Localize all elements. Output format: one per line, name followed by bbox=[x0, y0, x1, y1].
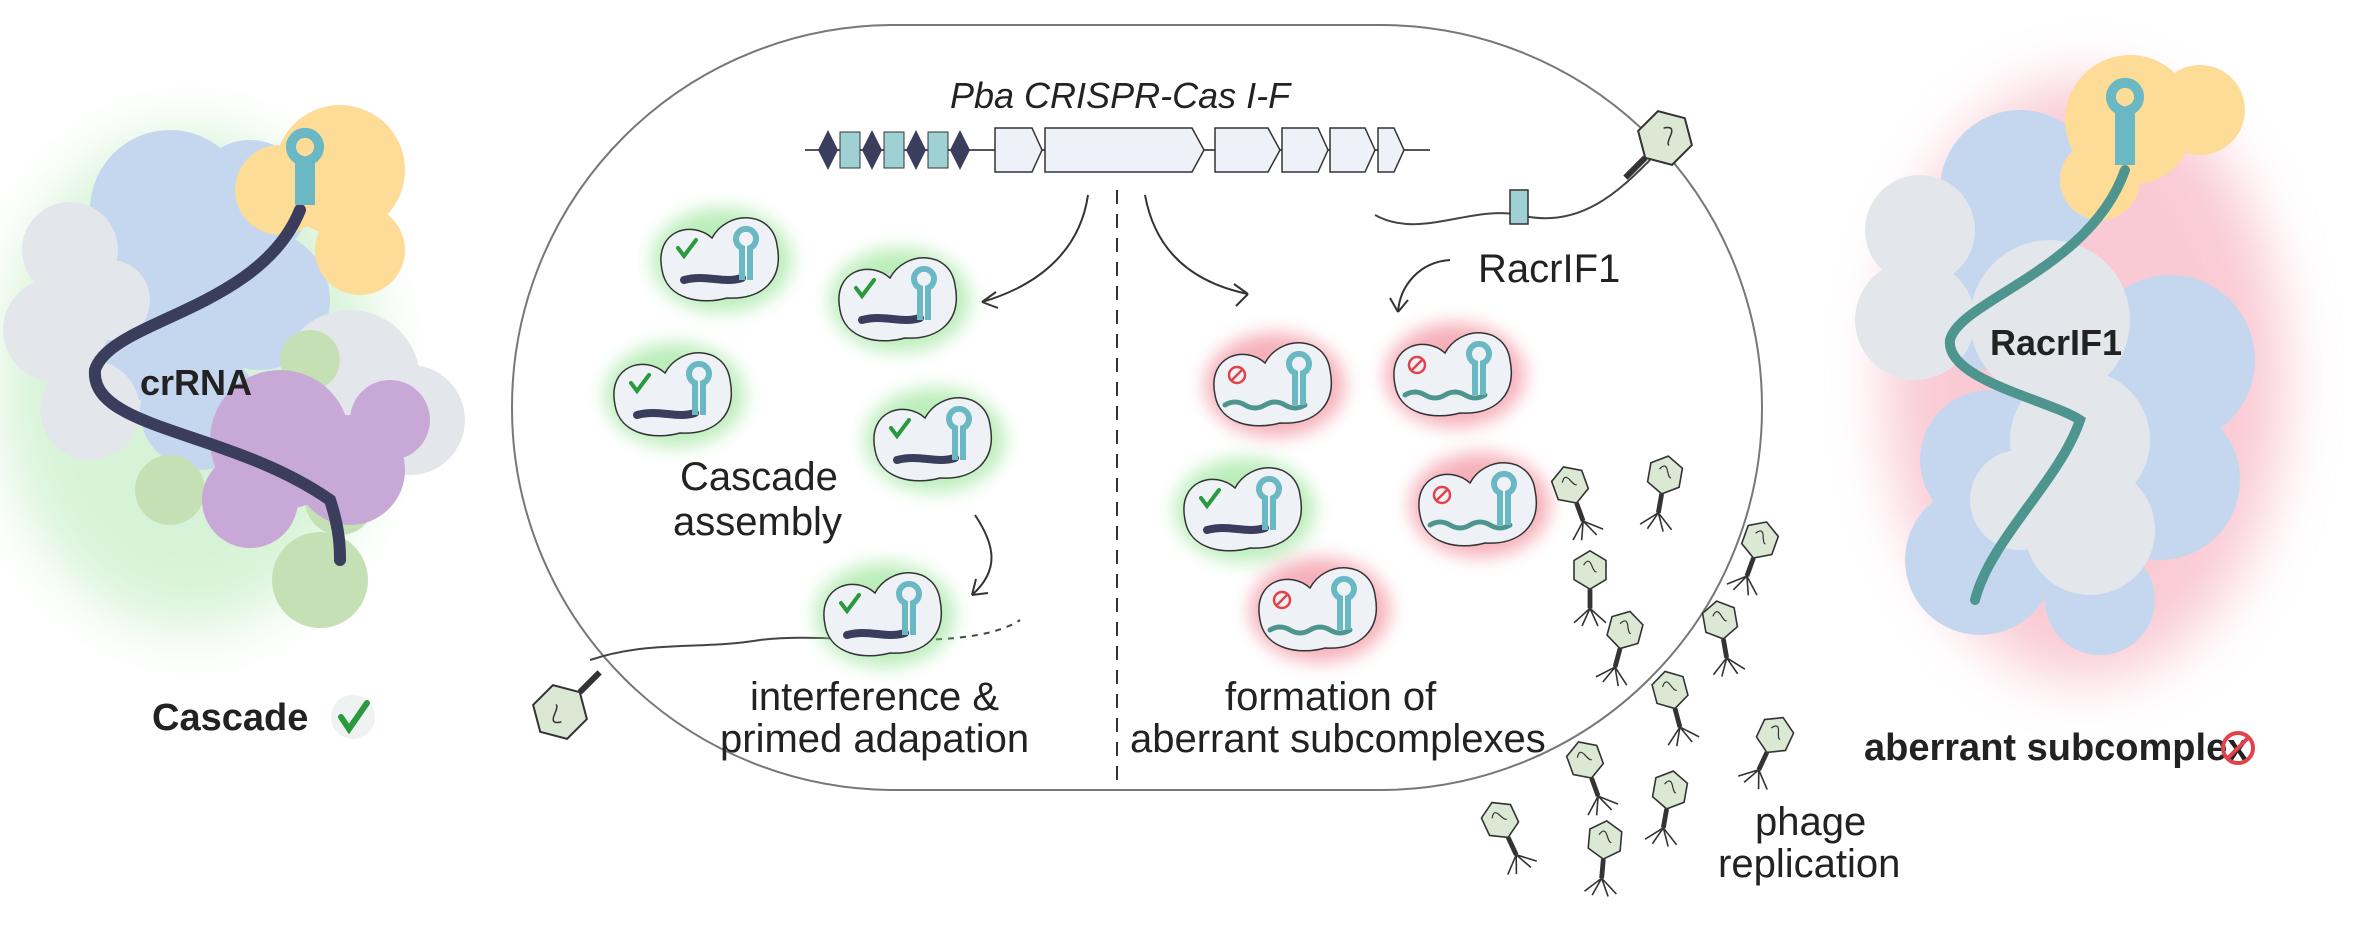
phage-injecting-top bbox=[1623, 110, 1693, 180]
interference-label-1: interference & bbox=[750, 675, 999, 719]
phage-icon bbox=[1562, 735, 1620, 819]
aberrant-label-1: formation of bbox=[1225, 675, 1437, 719]
mini-cascade bbox=[605, 343, 745, 447]
racr-gene bbox=[1509, 189, 1529, 225]
phage-icon bbox=[1736, 710, 1799, 794]
check-icon bbox=[331, 695, 375, 739]
aberrant-subcomplex: RacrIF1 aberrant subcomplex bbox=[1855, 55, 2285, 769]
crRNA-hairpin-right bbox=[2106, 78, 2144, 165]
cascade-assembly-label-2: assembly bbox=[673, 500, 842, 544]
operon-title: Pba CRISPR-Cas I-F bbox=[950, 75, 1292, 116]
check-icon bbox=[1199, 488, 1221, 510]
check-icon bbox=[629, 373, 651, 395]
phage-replication-label-2: replication bbox=[1718, 842, 1900, 886]
crispr-array bbox=[818, 130, 970, 170]
prohibited-icon bbox=[1407, 355, 1427, 375]
crRNA-label: crRNA bbox=[140, 362, 252, 403]
phage-icon bbox=[1648, 666, 1701, 750]
cas-yellow-subunit-right bbox=[2060, 55, 2245, 220]
check-icon bbox=[854, 278, 876, 300]
crRNA-strand bbox=[88, 204, 346, 566]
phage-icon bbox=[1476, 795, 1539, 879]
check-icon bbox=[889, 418, 911, 440]
flow-arrows bbox=[971, 194, 1451, 596]
racr-protein-label: RacrIF1 bbox=[1990, 322, 2122, 363]
prohibited-icon bbox=[1227, 365, 1247, 385]
prohibited-icon bbox=[1432, 485, 1452, 505]
crRNA-hairpin bbox=[286, 128, 324, 205]
check-icon bbox=[839, 593, 861, 615]
cas-grey-subunit-right bbox=[1855, 175, 2155, 595]
cas-purple-subunit bbox=[202, 370, 430, 548]
mini-cascade bbox=[1175, 458, 1315, 562]
check-icon bbox=[676, 238, 698, 260]
phage-dna-top: RacrIF1 bbox=[1374, 159, 1651, 291]
cas-genes bbox=[994, 127, 1405, 173]
mini-complexes bbox=[605, 208, 1550, 667]
mini-cascade bbox=[815, 563, 955, 667]
prohibited-icon bbox=[2221, 731, 2255, 765]
phage-icon bbox=[1643, 767, 1690, 849]
crRNA-strand-right bbox=[1944, 165, 2130, 605]
phage-replication-label-1: phage bbox=[1755, 800, 1866, 844]
cascade-assembly-label-1: Cascade bbox=[680, 455, 838, 499]
mini-aberrant-subcomplex bbox=[1205, 333, 1345, 437]
prohibited-icon bbox=[1272, 590, 1292, 610]
aberrant-caption: aberrant subcomplex bbox=[1864, 727, 2248, 769]
mini-aberrant-subcomplex bbox=[1410, 453, 1550, 557]
mini-aberrant-subcomplex bbox=[1385, 323, 1525, 427]
mini-cascade bbox=[865, 388, 1005, 492]
cascade-caption: Cascade bbox=[152, 697, 308, 739]
mini-cascade bbox=[830, 248, 970, 352]
crispr-operon: Pba CRISPR-Cas I-F bbox=[805, 75, 1430, 173]
phage-injecting-bottom bbox=[532, 670, 602, 740]
phage-icon bbox=[1700, 597, 1747, 679]
interference-label-2: primed adapation bbox=[720, 717, 1029, 761]
racr-gene-label: RacrIF1 bbox=[1478, 247, 1620, 291]
mini-cascade bbox=[652, 208, 792, 312]
aberrant-label-2: aberrant subcomplexes bbox=[1130, 717, 1546, 761]
phage-icon bbox=[1583, 818, 1624, 898]
mini-aberrant-subcomplex bbox=[1250, 558, 1390, 662]
cascade-complex: crRNA Cascade bbox=[0, 105, 465, 739]
